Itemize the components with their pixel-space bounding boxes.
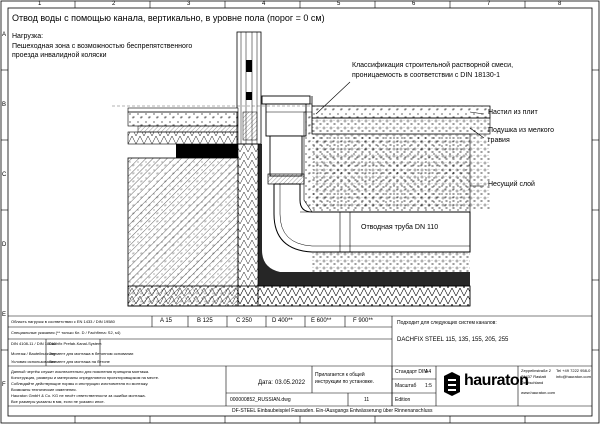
- address-line-2: 76437 Rastatt: [521, 374, 546, 379]
- leader-lines: [112, 81, 485, 187]
- note-line-5: Hauraton GmbH & Co. KG не несёт ответств…: [11, 393, 146, 398]
- load-norm-label: Область нагрузок в соответствии с EN 143…: [11, 319, 115, 324]
- border-row-a: A: [2, 32, 7, 38]
- load-class-f900: F 900**: [353, 318, 374, 324]
- product-heading: Подходит для следующих систем каналов:: [397, 320, 497, 326]
- border-col-6: 6: [412, 1, 416, 7]
- product-list: DACHFIX STEEL 115, 135, 155, 205, 255: [397, 337, 509, 343]
- mid-small-3: Элемент для монтажа на бетоне: [49, 359, 110, 364]
- note-line-1: Данный чертёж служит исключительно для п…: [11, 369, 150, 374]
- company-email: info@hauraton.com: [556, 374, 591, 379]
- border-col-2: 2: [112, 1, 116, 7]
- exterior-build-up: [127, 96, 491, 307]
- date-value: 03.05.2022: [275, 380, 306, 386]
- hauraton-logo-mark: [444, 372, 460, 396]
- note-line-6: Все размеры указаны в мм, если не указан…: [11, 399, 105, 404]
- load-class-c250: C 250: [236, 318, 253, 324]
- company-logo-text: hauraton: [464, 372, 529, 389]
- install-line-2: инструкции по установке.: [315, 379, 375, 385]
- load-text-line-1: Пешеходная зона с возможностью беспрепят…: [12, 43, 193, 50]
- standard-label: Стандарт DIN: [395, 369, 428, 375]
- border-row-d: D: [2, 242, 7, 248]
- footer-description: DF-STEEL Einbaubeispiel Fassaden. Ein-/A…: [232, 408, 433, 414]
- callout-base: Несущий слой: [488, 181, 535, 188]
- callout-mortar-line-1: Классификация строительной растворной см…: [352, 62, 514, 69]
- border-col-8: 8: [558, 1, 562, 7]
- load-class-b125: B 125: [197, 318, 213, 324]
- mid-small-2: Элемент для монтажа в бетонном основании: [49, 351, 134, 356]
- border-col-7: 7: [487, 1, 491, 7]
- file-name: 000000852_RUSSIAN.dwg: [230, 397, 291, 403]
- note-line-4: Возможны технические изменения.: [11, 387, 77, 392]
- install-line-1: Прилагается к общей: [315, 372, 365, 378]
- callout-pipe: Отводная труба DN 110: [360, 224, 440, 231]
- callout-gravel-line-1: Подушка из мелкого: [488, 127, 554, 134]
- border-col-3: 3: [187, 1, 191, 7]
- load-heading: Нагрузка:: [12, 33, 44, 40]
- callout-tile: Настил из плит: [488, 109, 538, 116]
- special-note: Специальные указания (** только Кл. D / …: [11, 330, 121, 335]
- callout-gravel-line-2: гравия: [488, 137, 510, 144]
- left-small-3: Условия использования: [11, 359, 56, 364]
- border-col-5: 5: [337, 1, 341, 7]
- address-line-3: Deutschland: [521, 380, 544, 385]
- page-number: 11: [364, 397, 370, 403]
- company-web: www.hauraton.com: [521, 390, 556, 395]
- load-class-d400: D 400**: [272, 318, 293, 324]
- address-line-1: Zeppelinstraße 2: [521, 368, 552, 373]
- drawing-title: Отвод воды с помощью канала, вертикально…: [12, 13, 325, 23]
- left-small-2: Монтаж / Bauteilnutzung: [11, 351, 56, 356]
- border-row-f: F: [2, 382, 6, 388]
- note-line-3: Соблюдайте действующие нормы и инструкци…: [11, 381, 149, 386]
- border-row-b: B: [2, 102, 7, 108]
- date-label: Дата:: [258, 380, 273, 386]
- scale-label: Масштаб: [395, 383, 417, 389]
- title-block-grid: [8, 315, 592, 407]
- border-row-e: E: [2, 312, 7, 318]
- mid-small-1: Dachfix Prefab-Kanal-System: [49, 341, 102, 346]
- border-col-1: 1: [38, 1, 42, 7]
- scale-value: 1:5: [425, 383, 432, 389]
- load-class-a15: A 15: [160, 318, 173, 324]
- standard-value: A4: [425, 369, 432, 375]
- edition-label: Edition: [395, 397, 411, 403]
- border-row-c: C: [2, 172, 7, 178]
- callout-mortar-line-2: проницаемость в соответствии с DIN 18130…: [352, 72, 500, 79]
- company-phone: Tel +49 7222 958-0: [556, 368, 591, 373]
- interior-floor: [127, 107, 239, 307]
- left-small-1: DIN 4108-11 / DIN 18040: [11, 341, 56, 346]
- note-line-2: Конструкция, размеры и материалы определ…: [11, 375, 160, 380]
- load-text-line-2: проезда инвалидной коляски: [12, 52, 107, 59]
- border-col-4: 4: [262, 1, 266, 7]
- facade-wall: [236, 31, 262, 145]
- load-class-e600: E 600**: [311, 318, 332, 324]
